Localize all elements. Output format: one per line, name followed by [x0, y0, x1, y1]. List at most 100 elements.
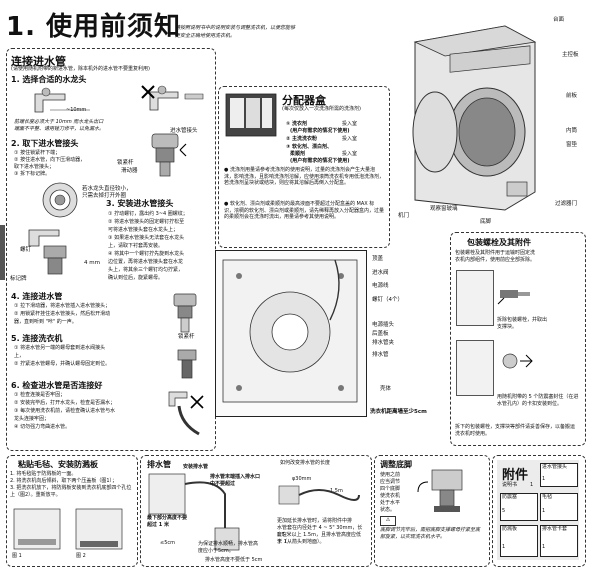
back-bottom-label: 壳体 — [380, 386, 392, 392]
dim-10mm: ~10mm — [66, 107, 87, 113]
accessory-name-1: 防震塞 — [502, 494, 518, 500]
dispenser-item-3c: 投入室 — [342, 151, 358, 157]
step6-text-0: ① 检查连接是否牢固； — [14, 392, 66, 398]
accessory-qty-4: 1 — [542, 544, 546, 550]
bolts-text-1: 衣机内部组件，使用前应全部拆除。 — [455, 257, 536, 263]
drain-note3: 排水管高度不要低于 5cm — [205, 557, 263, 563]
accessory-name-4: 排水管卡套 — [542, 526, 568, 532]
level-text-2: 四个底脚 — [380, 486, 401, 492]
step3-text-5: ④ 将其中一个螺钉拧先旋到水龙头 — [108, 251, 185, 257]
dispenser-item-3: ③ 软化剂、漂白剂、 — [286, 144, 332, 150]
back-label-8: 洗衣机距离墙至少5cm — [370, 409, 427, 415]
drain-label-low: 最下部分高度不要超过 1 米 — [147, 515, 188, 528]
inlet-step-2: 2. 取下进水管接头 — [11, 139, 79, 148]
back-label-0: 顶盖 — [372, 256, 384, 262]
label-screw: 螺钉 — [20, 247, 32, 253]
inlet-section — [6, 48, 216, 451]
warning-icon: ⚠ — [380, 516, 396, 526]
back-label-6: 排水管夹 — [372, 340, 395, 346]
accessory-qty-3: 1 — [502, 544, 506, 550]
washer-back-illustration — [222, 259, 358, 403]
step2-text-0: ① 按住锁紧杆下端； — [14, 150, 61, 156]
drain-extend-illustration — [278, 485, 360, 505]
step3-text-1: ② 将进水管接头的固定螺钉拧松至 — [108, 219, 185, 225]
step1-text-2: 端面不平整、请用锉刀修平，以免漏水。 — [14, 126, 105, 132]
level-title: 调整底脚 — [380, 460, 412, 469]
step5-text-1: 上， — [14, 353, 25, 359]
step6-text-1: ② 安装完毕后，打开水龙头，检查是否漏水； — [14, 400, 116, 406]
drain-how-text-3: 米（从箭头到地面）。 — [277, 539, 325, 545]
drain-how-text: 更加延长排水管时，请将附件中排 — [277, 518, 353, 524]
dispenser-item-2: ② 主洗洗衣粉 — [286, 136, 317, 142]
label-inner: 内筒 — [566, 128, 578, 134]
step6-text-3: 龙头连接牢固； — [14, 416, 50, 422]
step6-text-4: ④ 切勿强力弯曲进水管。 — [14, 424, 71, 430]
level-text-4: 处于水平 — [380, 500, 401, 506]
inlet-note: (请使用随机附带的新进水管，除本机外的进水管不要重复利用) — [11, 66, 150, 72]
joint-top-illustration — [42, 182, 78, 218]
accessory-name-5: 说明书 — [502, 482, 518, 488]
accessory-name-0: 进水管接头 — [542, 464, 568, 470]
back-label-3: 螺钉（4个） — [372, 297, 403, 303]
bolts-text-0: 包装螺栓及其附件用于运输时固定洗 — [455, 250, 536, 256]
washer-front-illustration — [412, 25, 537, 211]
splash-text-2: 3. 把洗衣机放下，将防溅板安装到洗衣机底部四个孔位上（图2）。重新放平。 — [10, 485, 132, 498]
label-filter: 过滤器门 — [555, 201, 578, 207]
faucet-mount-illustration — [28, 229, 67, 275]
bolts-caption-2: 用随机附带的 5 个防震塞封住（在进水管孔内）的卡扣安装到位。 — [497, 394, 579, 407]
inlet-step-6: 6. 检查进水管是否连接好 — [11, 381, 103, 390]
step3-text-6: 边位置，再将进水管接头套在水龙 — [108, 259, 184, 265]
drain-dim-30: φ30mm — [292, 476, 312, 482]
side-tab — [0, 225, 5, 280]
label-hose: 观察窗玻璃 — [430, 206, 458, 212]
drain-dim-1-5: 1.5m — [330, 488, 343, 494]
inlet-step-5: 5. 连接洗衣机 — [11, 334, 63, 343]
dispenser-item-1c: (用户有需求的情况下使用) — [290, 128, 350, 134]
step2-text-3: ③ 拆下标记牌。 — [14, 171, 51, 177]
accessory-qty-2: 1 — [542, 508, 546, 514]
plug-install-illustration — [502, 353, 533, 369]
drain-title: 排水管 — [147, 460, 171, 469]
splash-fig-2: 图 2 — [76, 553, 86, 559]
splash-text-0: 1. 将毛毡贴于防溅板的一面。 — [10, 471, 77, 477]
drain-sub: 安装排水管 — [183, 464, 209, 470]
level-warn: 底脚调节完毕后，需把底脚支撑螺母拧紧至底部旋紧，以实现洗衣机水平。 — [380, 527, 481, 540]
joint-assembly-illustration — [151, 133, 187, 177]
accessories-title: 附件 — [502, 468, 529, 483]
drain-how-text-1: 水管套在内径处于 4 ~ 5" 30mm，长度在 — [277, 525, 363, 538]
splash-text-1: 2. 将洗衣机向后倾斜，取下两个压盖板（图1）； — [10, 478, 118, 484]
label-drain: 机门 — [398, 213, 410, 219]
step4-text-2: 器，直到听到 "咔" 的一声。 — [14, 319, 77, 325]
splash-fig-2-illustration — [75, 508, 123, 550]
label-joint: 进水管接头 — [170, 128, 198, 134]
dispenser-item-3b: 柔顺剂 — [290, 151, 306, 157]
accessory-qty-1: 5 — [502, 508, 506, 514]
splash-section — [6, 455, 138, 567]
label-window: 窗垫 — [566, 142, 578, 148]
label-lockbar: 锁紧杆 — [178, 334, 195, 340]
foot-adjust-illustration — [417, 469, 463, 512]
inlet-step-1: 1. 选择合适的水龙头 — [11, 75, 87, 84]
drain-install-illustration — [148, 473, 240, 551]
hose-connect-illustration — [173, 293, 197, 333]
accessory-qty-5: 1 — [530, 482, 534, 488]
step2-text-1: ② 按住进水管，向下压滑动器， — [14, 157, 86, 163]
dispenser-item-3d: (用户有需求的情况下使用) — [290, 158, 350, 164]
accessory-name-2: 毛毡 — [542, 494, 553, 500]
step6-text-2: ③ 每次使用洗衣机前，请检查确认进水管与水 — [14, 408, 116, 414]
label-lock: 锁紧杆 — [117, 160, 134, 166]
inlet-step-3: 3. 安装进水管接头 — [106, 199, 174, 208]
accessory-item-4 — [540, 525, 578, 557]
label-bottom: 底脚 — [480, 219, 492, 225]
drain-note2: 为保证排水顺畅，排水管高度应小于5cm。 — [198, 541, 259, 554]
bolts-fig-2 — [456, 340, 494, 396]
back-label-7: 排水管 — [372, 352, 389, 358]
accessory-item-1 — [500, 493, 538, 521]
step1-text-1: 前端长度必须大于 10mm 而水龙头出口 — [14, 119, 104, 125]
inlet-title: 连接进水管 — [11, 55, 66, 68]
accessory-item-2 — [540, 493, 578, 521]
drain-label-5cm: ≤5cm — [160, 540, 175, 546]
level-text-5: 状态。 — [380, 507, 396, 513]
step4-text-1: ② 用锁紧杆挂住进水管接头，然后松开滑动 — [14, 311, 111, 317]
back-label-2: 电源线 — [372, 283, 389, 289]
